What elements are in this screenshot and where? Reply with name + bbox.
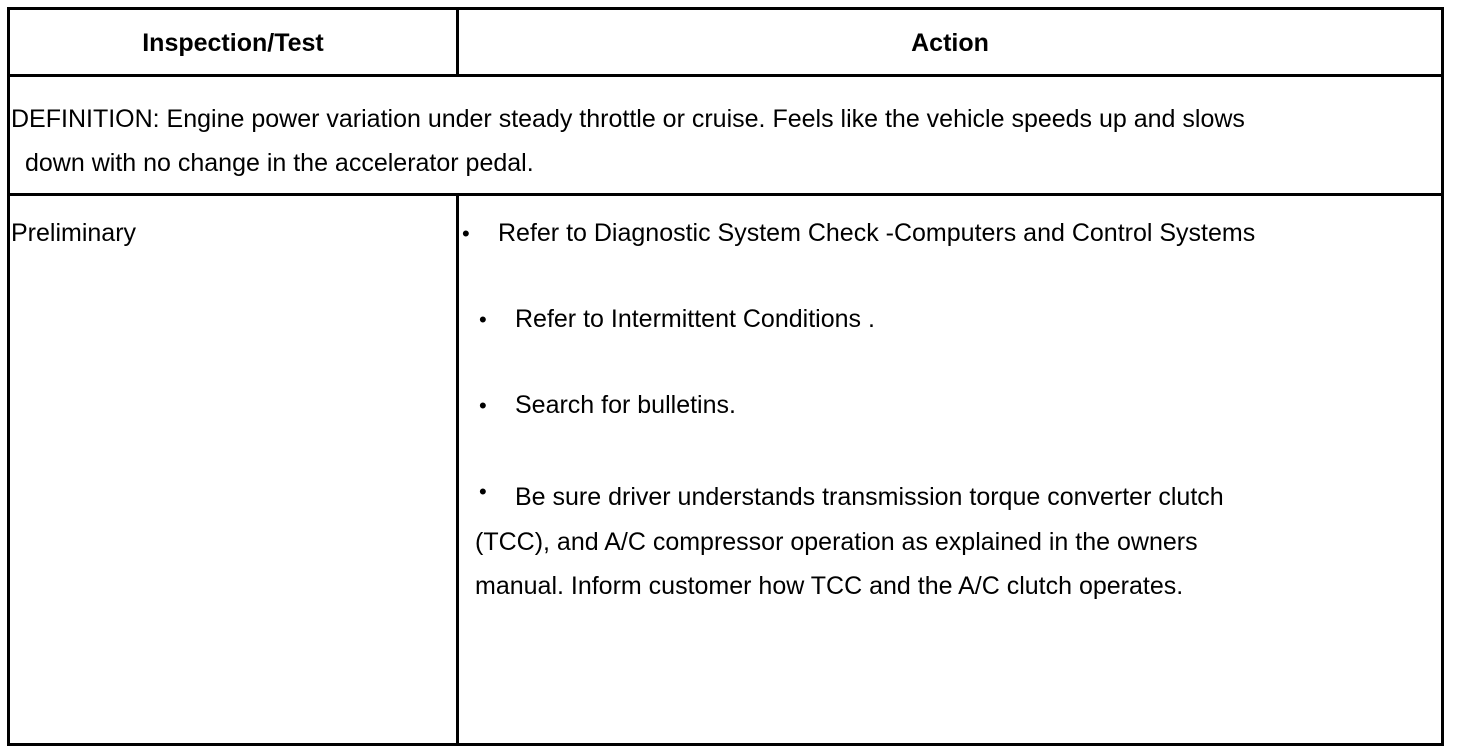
header-column-divider — [456, 7, 459, 77]
action-line-2: (TCC), and A/C compressor operation as e… — [475, 527, 1198, 556]
table-border — [7, 7, 1444, 746]
bullet-icon: • — [479, 479, 487, 504]
bullet-icon: • — [479, 393, 487, 418]
action-item-driver-understanding: Be sure driver understands transmission … — [475, 475, 1224, 609]
bullet-icon: • — [479, 307, 487, 332]
action-item-diagnostic-check: Refer to Diagnostic System Check -Comput… — [498, 219, 1256, 247]
definition-line-2: down with no change in the accelerator p… — [25, 149, 534, 177]
table-right-border — [1441, 7, 1444, 746]
definition-line-1: DEFINITION: Engine power variation under… — [11, 105, 1245, 133]
inspection-cell-preliminary: Preliminary — [11, 219, 137, 247]
action-line-1: Be sure driver understands transmission … — [515, 483, 1224, 511]
definition-text: DEFINITION: Engine power variation under… — [11, 97, 1421, 185]
header-divider — [7, 74, 1444, 77]
definition-divider — [7, 193, 1444, 196]
column-header-inspection: Inspection/Test — [142, 29, 324, 57]
action-item-search-bulletins: Search for bulletins. — [515, 391, 736, 419]
column-header-action: Action — [911, 29, 989, 57]
action-line-3: manual. Inform customer how TCC and the … — [475, 572, 1184, 600]
body-column-divider — [456, 193, 459, 746]
bullet-icon: • — [462, 221, 470, 246]
action-item-intermittent-conditions: Refer to Intermittent Conditions . — [515, 305, 875, 333]
